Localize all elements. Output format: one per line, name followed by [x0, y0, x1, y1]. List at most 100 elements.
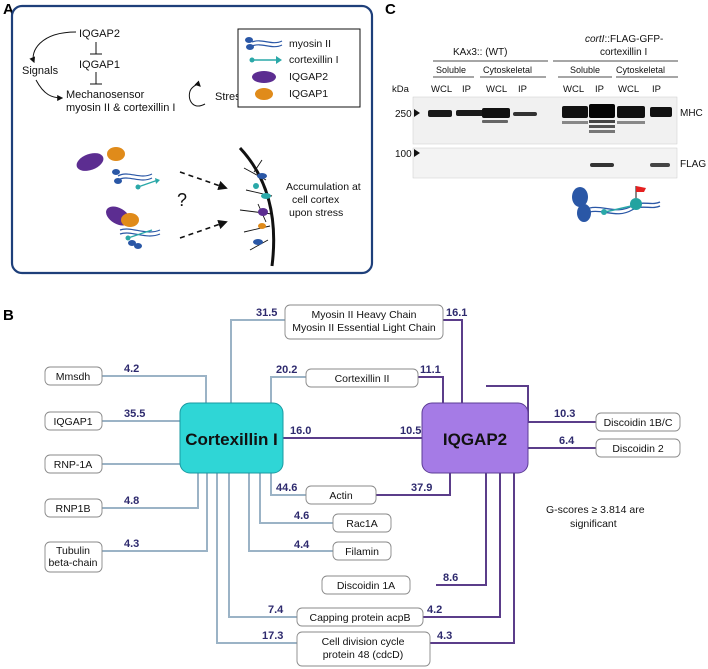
- edge-val-myosin-iqgap2: 16.1: [446, 307, 467, 319]
- node-discoidin-1a-label: Discoidin 1A: [337, 580, 395, 592]
- node-cdcd: Cell division cycle protein 48 (cdcD): [296, 631, 431, 667]
- c-marker-250-arrow: [414, 109, 420, 117]
- c-blot-flag: [412, 147, 678, 179]
- c-mut-title-rest: ::FLAG-GFP-: [604, 34, 663, 45]
- c-kda-label: kDa: [392, 84, 410, 95]
- a-accum-line1: Accumulation at: [286, 181, 361, 193]
- c-blot-mhc: [412, 96, 678, 145]
- node-cdcd-line2: protein 48 (cdcD): [323, 649, 404, 661]
- a-legend-iqgap2: IQGAP2: [289, 71, 328, 83]
- edge-val-discoidin1a-iqgap2: 8.6: [443, 572, 458, 584]
- node-discoidin-1bc-label: Discoidin 1B/C: [604, 417, 673, 429]
- cell-cortex: [238, 146, 276, 267]
- node-rnp1a: RNP-1A: [44, 454, 103, 474]
- b-note-line1: G-scores ≥ 3.814 are: [546, 504, 645, 516]
- node-rnp1b: RNP1B: [44, 498, 103, 518]
- node-capping: Capping protein acpB: [296, 607, 424, 627]
- a-accum-line3: upon stress: [289, 207, 343, 219]
- c-lane-7: WCL: [618, 84, 639, 95]
- node-cdcd-line1: Cell division cycle: [322, 636, 405, 648]
- c-wt-title: KAx3:: (WT): [453, 47, 507, 58]
- edge-val-hub-cortI: 16.0: [290, 425, 311, 437]
- c-wt-cytoskeletal: Cytoskeletal: [483, 65, 532, 75]
- edge-val-hub-iqgap2: 10.5: [400, 425, 421, 437]
- c-lane-5: WCL: [563, 84, 584, 95]
- a-mechanosensor-line1: Mechanosensor: [66, 89, 145, 101]
- edge-val-rnp1b-cortI: 4.8: [124, 495, 139, 507]
- iqgap2-legend-icon: [252, 71, 276, 83]
- b-note-line2: significant: [570, 518, 617, 530]
- a-iqgap2-label: IQGAP2: [79, 28, 120, 40]
- cortexillin-legend-icon: [249, 56, 282, 64]
- hub-iqgap2-label: IQGAP2: [443, 430, 507, 449]
- a-dashed-arrow-bottom: [179, 219, 228, 239]
- c-lane-4: IP: [518, 84, 527, 95]
- edge-val-iqgap1-cortI: 35.5: [124, 408, 145, 420]
- c-mhc-label: MHC: [680, 108, 703, 119]
- free-proteins-group: [76, 147, 160, 190]
- edge-val-cortexillin2-cortI: 20.2: [276, 364, 297, 376]
- node-filamin: Filamin: [332, 541, 392, 561]
- a-legend-myosin: myosin II: [289, 38, 331, 50]
- iqgap2-edges: [283, 319, 596, 644]
- node-iqgap1-label: IQGAP1: [53, 416, 92, 428]
- a-accum-line2: cell cortex: [292, 194, 340, 206]
- a-question-mark: ?: [177, 190, 187, 210]
- c-mut-title: cortI::FLAG-GFP-: [585, 34, 663, 45]
- cortexillin-edges: [102, 319, 333, 644]
- a-arrow-signals-mechanosensor: [35, 79, 64, 101]
- node-rnp1b-label: RNP1B: [55, 503, 90, 515]
- node-iqgap1: IQGAP1: [44, 411, 103, 431]
- node-cortexillin-ii: Cortexillin II: [305, 368, 419, 388]
- edge-val-capping-cortI: 7.4: [268, 604, 284, 616]
- hub-cortexillin-i: [179, 402, 284, 474]
- c-marker-250: 250: [395, 109, 412, 120]
- c-mut-cytoskeletal: Cytoskeletal: [616, 65, 665, 75]
- node-discoidin-1bc: Discoidin 1B/C: [595, 412, 681, 432]
- node-filamin-label: Filamin: [345, 546, 379, 558]
- edge-val-filamin-cortI: 4.4: [294, 539, 310, 551]
- iqgap1-legend-icon: [255, 88, 273, 100]
- node-tubulin-line2: beta-chain: [48, 557, 97, 569]
- node-mmsdh: Mmsdh: [44, 366, 103, 386]
- myosin-legend-icon: [245, 37, 283, 50]
- node-tubulin-line1: Tubulin: [56, 545, 90, 557]
- node-discoidin-2-label: Discoidin 2: [612, 443, 664, 455]
- edge-val-discoidin2-iqgap2: 6.4: [559, 435, 575, 447]
- hub-cortexillin-i-label: Cortexillin I: [185, 430, 278, 449]
- edge-val-tubulin-cortI: 4.3: [124, 538, 139, 550]
- node-rac1a-label: Rac1A: [346, 518, 378, 530]
- c-marker-100-arrow: [414, 149, 420, 157]
- node-discoidin-2: Discoidin 2: [595, 438, 681, 458]
- node-actin-label: Actin: [329, 490, 353, 502]
- c-marker-100: 100: [395, 149, 412, 160]
- a-stress-loop-arrow: [188, 80, 206, 107]
- edge-val-mmsdh-cortI: 4.2: [124, 363, 139, 375]
- a-legend-cortexillin: cortexillin I: [289, 54, 339, 66]
- node-myosin-line2: Myosin II Essential Light Chain: [292, 322, 436, 334]
- a-iqgap1-label: IQGAP1: [79, 59, 120, 71]
- a-arrow-iqgap2-signals: [29, 31, 77, 64]
- node-actin: Actin: [305, 485, 377, 505]
- panel-b-letter: B: [3, 307, 14, 324]
- edge-val-cortexillin2-iqgap2: 11.1: [420, 364, 441, 376]
- a-signals-label: Signals: [22, 65, 59, 77]
- complex-group: [106, 206, 161, 249]
- c-mut-soluble: Soluble: [570, 65, 600, 75]
- node-rnp1a-label: RNP-1A: [54, 459, 93, 471]
- c-flag-label: FLAG: [680, 159, 706, 170]
- construct-schematic: [572, 186, 661, 222]
- edge-val-rac1a-cortI: 4.6: [294, 510, 309, 522]
- hub-iqgap2: [421, 402, 529, 474]
- node-tubulin: Tubulin beta-chain: [44, 541, 103, 573]
- edge-val-discoidin1bc-iqgap2: 10.3: [554, 408, 575, 420]
- edge-val-cdcd-iqgap2: 4.3: [437, 630, 452, 642]
- node-discoidin-1a: Discoidin 1A: [321, 575, 411, 595]
- node-mmsdh-label: Mmsdh: [56, 371, 91, 383]
- c-lane-8: IP: [652, 84, 661, 95]
- node-capping-label: Capping protein acpB: [310, 612, 411, 624]
- c-wt-soluble: Soluble: [436, 65, 466, 75]
- c-lane-2: IP: [462, 84, 471, 95]
- c-mut-title-line2: cortexillin I: [600, 47, 647, 58]
